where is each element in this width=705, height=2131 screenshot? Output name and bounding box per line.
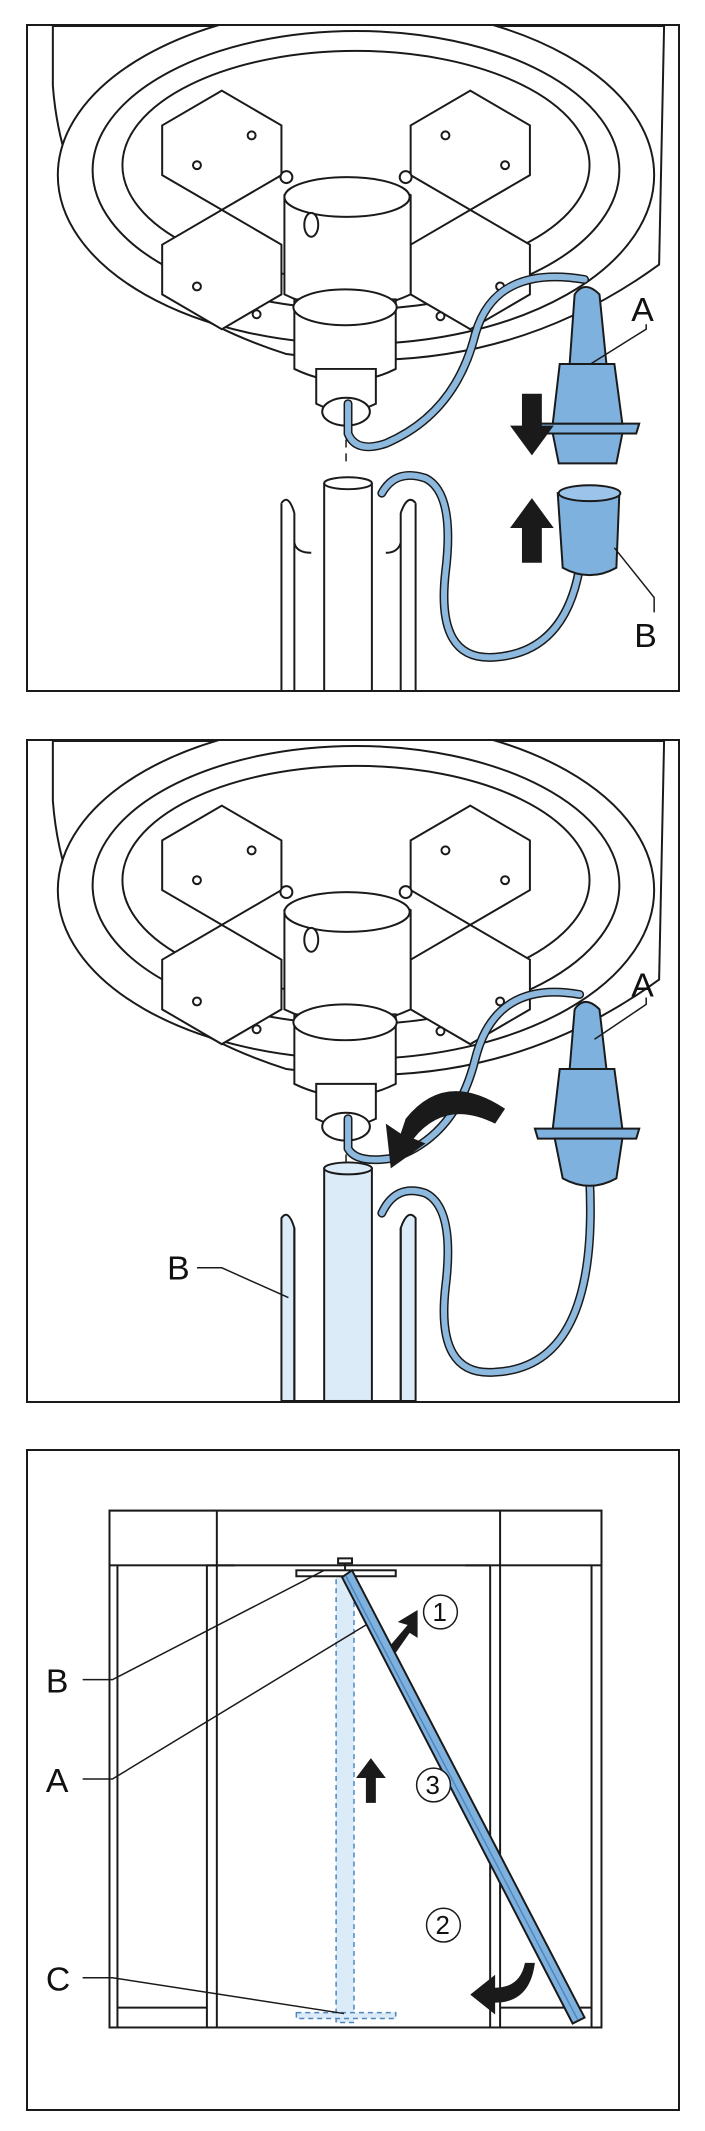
- cable-b: [377, 470, 585, 662]
- callout-leaders: [82, 1569, 367, 2015]
- route-cable-arrow: [385, 1091, 506, 1169]
- pole-top: [280, 425, 417, 690]
- label-b: B: [167, 1250, 190, 1288]
- push-together-arrows: [510, 393, 554, 563]
- label-a: A: [46, 1762, 69, 1800]
- label-a: A: [631, 291, 654, 329]
- cable-b: [377, 1173, 595, 1377]
- panel-3-drawing: 1 3 2 B A C: [46, 1509, 603, 2029]
- step-circles: [415, 1594, 462, 1943]
- pole-top-highlighted: [280, 1140, 417, 1401]
- figure-panel-2-route-cable: A B: [26, 739, 680, 1403]
- mounting-brackets: [161, 89, 531, 331]
- callout-leaders: [196, 997, 647, 1299]
- connector-a: [533, 285, 641, 465]
- figure-panel-1-connect: A B: [26, 24, 680, 692]
- label-a: A: [631, 966, 654, 1004]
- step-1-number: 1: [433, 1599, 447, 1627]
- panel-2-drawing: A B: [51, 741, 666, 1401]
- step-2-number: 2: [435, 1912, 449, 1940]
- center-hub: [283, 176, 412, 427]
- center-hub: [283, 891, 412, 1142]
- step-arrows: [355, 1610, 535, 2015]
- label-c: C: [46, 1961, 70, 1999]
- rod-a: [340, 1568, 586, 2025]
- figure-panel-3-rod-insertion: 1 3 2 B A C: [26, 1449, 680, 2111]
- panel-1-drawing: A B: [51, 26, 666, 690]
- label-b: B: [634, 617, 657, 655]
- label-b: B: [46, 1663, 69, 1701]
- step-3-number: 3: [426, 1772, 440, 1800]
- connector-assembled: [533, 1000, 641, 1187]
- cable-a: [343, 272, 590, 452]
- connector-b: [556, 484, 622, 577]
- callout-leaders: [590, 324, 655, 613]
- rod-final-position-dashed: [295, 1574, 397, 2024]
